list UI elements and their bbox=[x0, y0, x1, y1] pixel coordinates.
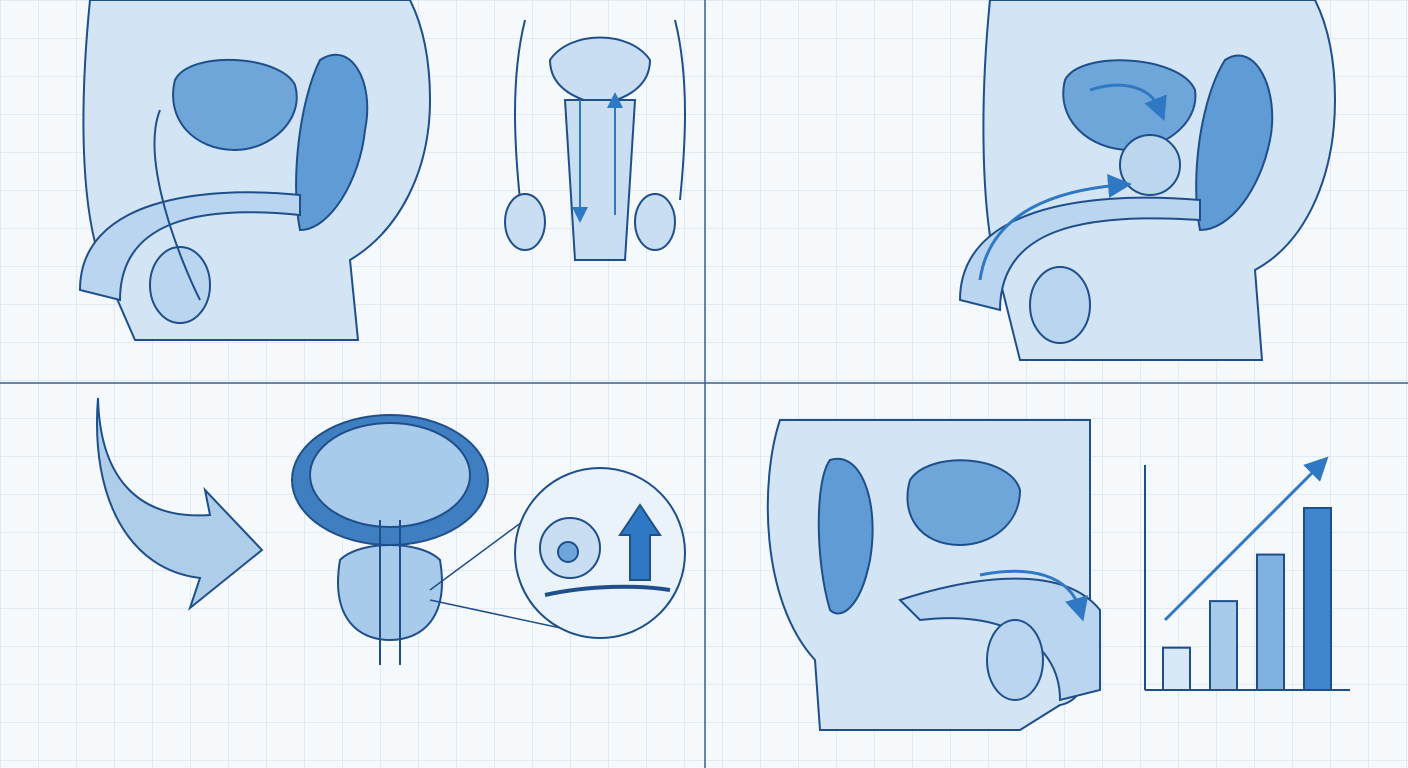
bladder bbox=[172, 58, 298, 152]
vas-deferens bbox=[153, 109, 201, 301]
penis bbox=[78, 191, 301, 302]
bladder-front bbox=[548, 36, 652, 107]
urethra-front bbox=[563, 99, 637, 261]
bar bbox=[1303, 507, 1332, 691]
bar-chart bbox=[1144, 456, 1350, 692]
bar bbox=[1162, 646, 1191, 692]
prostate-large bbox=[337, 544, 443, 642]
panel-top-left bbox=[78, 0, 432, 341]
curved-arrow-icon bbox=[96, 397, 264, 611]
panel-bottom-left bbox=[96, 397, 686, 665]
up-arrow-icon bbox=[618, 503, 662, 581]
prostate bbox=[1119, 134, 1181, 196]
bar bbox=[1256, 553, 1285, 692]
panel-bottom-right bbox=[766, 419, 1101, 731]
front-view bbox=[504, 19, 686, 261]
rectum bbox=[295, 53, 369, 232]
panel-top-right bbox=[958, 0, 1337, 361]
testis bbox=[149, 246, 211, 324]
testis-right bbox=[634, 193, 676, 251]
testis-left bbox=[504, 193, 546, 251]
bar bbox=[1209, 600, 1238, 691]
trend-arrow-icon bbox=[1163, 456, 1329, 622]
